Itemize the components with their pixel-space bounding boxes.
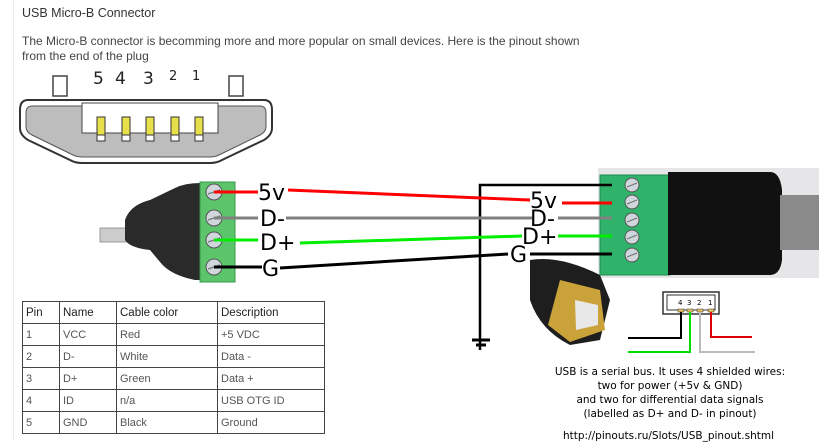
wire-label-dplus-left: D+ <box>260 231 295 256</box>
intro-paragraph: The Micro-B connector is becomming more … <box>22 34 580 63</box>
adapter-body <box>668 172 782 275</box>
wire-label-gnd-left: G <box>262 257 279 282</box>
usba-pin-contact <box>696 308 704 313</box>
microb-pin-number: 4 <box>115 69 126 89</box>
table-cell: Black <box>116 411 218 434</box>
microb-pin-base <box>121 134 131 142</box>
ground-symbol-icon <box>472 338 490 347</box>
wire-dplus-span <box>299 234 523 245</box>
wire-label-dplus-right: D+ <box>522 225 557 250</box>
screw-slot <box>626 252 638 258</box>
microb-pin-number: 2 <box>169 69 177 84</box>
microb-pin-base <box>194 134 204 142</box>
wire-label-dminus-left: D- <box>260 207 285 232</box>
usba-pin-contact <box>686 308 694 313</box>
wire-label-dminus-right: D- <box>530 207 555 232</box>
table-cell: Red <box>116 323 218 346</box>
table-header-cell: Cable color <box>116 301 218 324</box>
microb-pin-contact <box>170 116 180 136</box>
usba-pin-number: 1 <box>708 299 712 307</box>
table-cell: VCC <box>59 323 117 346</box>
screw-slot <box>626 182 638 188</box>
note-line: (labelled as D+ and D- in pinout) <box>583 408 757 420</box>
wire-label-vcc-left: 5v <box>258 181 285 206</box>
screw-slot <box>626 217 638 223</box>
wire-label-vcc-right: 5v <box>530 189 557 214</box>
microb-pin-contact <box>145 116 155 136</box>
usba-pin-number: 2 <box>697 299 701 307</box>
wire-label-gnd-right: G <box>510 243 527 268</box>
table-cell: 5 <box>22 411 60 434</box>
table-header-cell: Pin <box>22 301 60 324</box>
table-header-cell: Description <box>217 301 325 324</box>
ground-bracket-line <box>478 183 612 350</box>
table-cell: n/a <box>116 389 218 412</box>
screw-slot <box>626 199 638 205</box>
table-cell: 2 <box>22 345 60 368</box>
table-cell: USB OTG ID <box>217 389 325 412</box>
microb-pin-contact <box>121 116 131 136</box>
microb-pin-base <box>96 134 106 142</box>
usba-plug-photo <box>530 259 610 345</box>
note-line: and two for differential data signals <box>576 394 764 406</box>
table-cell: Ground <box>217 411 325 434</box>
microb-pin-contact <box>194 116 204 136</box>
usba-pin-contact <box>707 308 715 313</box>
table-cell: Green <box>116 367 218 390</box>
usb-description-note: USB is a serial bus. It uses 4 shielded … <box>540 365 800 421</box>
microb-pin-contact <box>96 116 106 136</box>
table-cell: 4 <box>22 389 60 412</box>
note-line: USB is a serial bus. It uses 4 shielded … <box>554 366 786 378</box>
source-url: http://pinouts.ru/Slots/USB_pinout.shtml <box>563 430 775 442</box>
table-cell: D+ <box>59 367 117 390</box>
usba-pin-number: 4 <box>678 299 683 307</box>
latch-right <box>228 75 244 97</box>
wire-vcc-span <box>287 188 531 202</box>
usba-plug-metal <box>780 195 819 250</box>
microb-pin-number: 1 <box>192 69 200 84</box>
microb-pin-number: 5 <box>93 69 104 89</box>
table-cell: Data + <box>217 367 325 390</box>
latch-left <box>52 75 68 97</box>
note-line: two for power (+5v & GND) <box>597 380 743 392</box>
screw-slot <box>626 234 638 240</box>
microb-pin-number: 3 <box>143 69 154 89</box>
usba-pinout-drawing <box>662 291 720 315</box>
table-cell: White <box>116 345 218 368</box>
table-header-cell: Name <box>59 301 117 324</box>
table-cell: +5 VDC <box>217 323 325 346</box>
table-cell: 1 <box>22 323 60 346</box>
table-cell: 3 <box>22 367 60 390</box>
adapter-body <box>125 183 203 280</box>
page-heading: USB Micro-B Connector <box>22 6 156 20</box>
page-divider <box>13 0 14 440</box>
table-cell: Data - <box>217 345 325 368</box>
usba-pin-number: 3 <box>687 299 691 307</box>
usba-pin-leads <box>628 312 755 353</box>
table-cell: GND <box>59 411 117 434</box>
microb-pin-base <box>145 134 155 142</box>
table-cell: ID <box>59 389 117 412</box>
wire-gnd-span <box>279 252 509 270</box>
microb-pin-base <box>170 134 180 142</box>
table-cell: D- <box>59 345 117 368</box>
usba-pin-contact <box>677 308 685 313</box>
